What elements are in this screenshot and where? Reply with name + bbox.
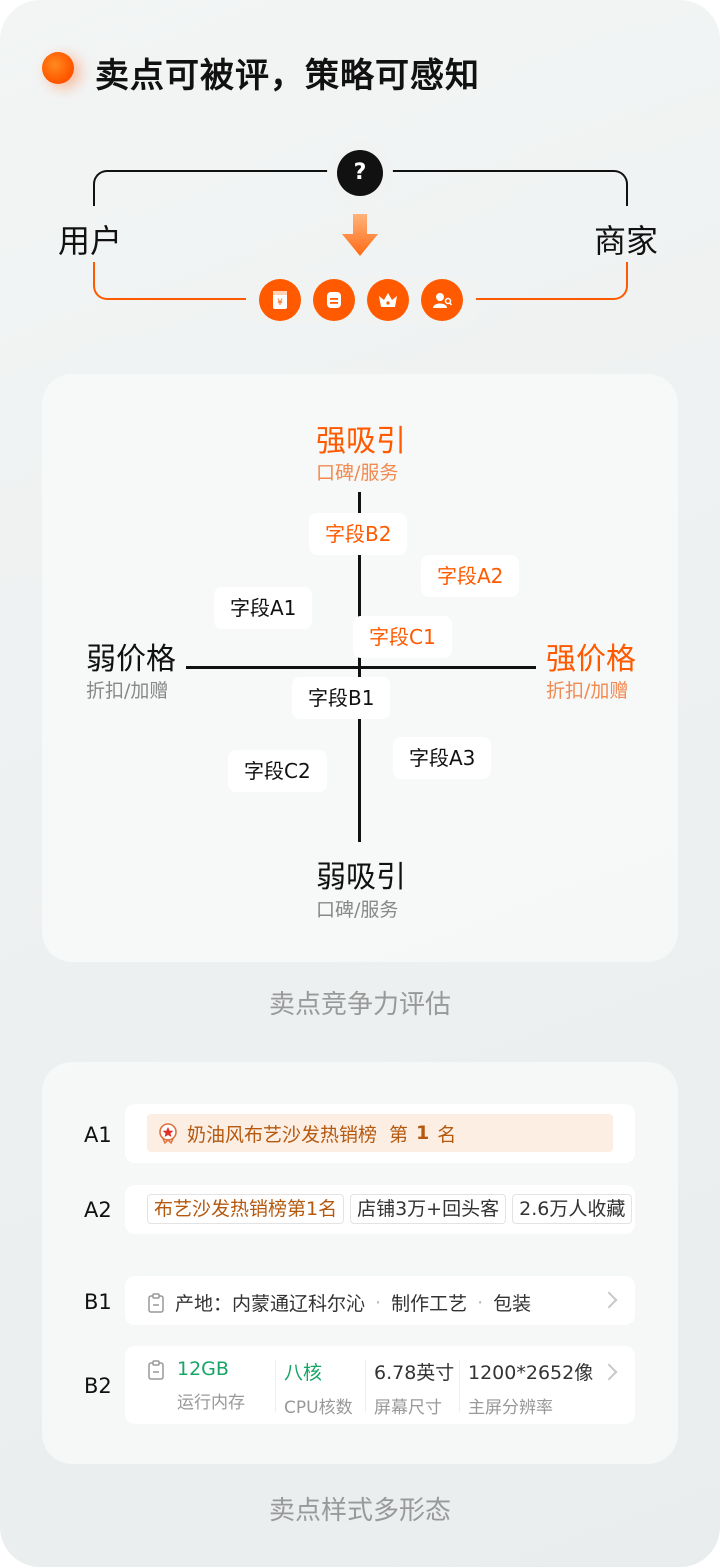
svg-text:¥: ¥ xyxy=(277,298,283,308)
row-key-a2: A2 xyxy=(84,1198,112,1222)
spec-value: 1200*2652像 xyxy=(468,1362,594,1384)
hot-rank-tag: 布艺沙发热销榜第1名 xyxy=(147,1194,345,1224)
title-dot-icon xyxy=(42,52,74,84)
chevron-right-icon xyxy=(600,1363,618,1381)
styles-caption: 卖点样式多形态 xyxy=(268,1496,451,1526)
field-tag-b1: 字段B1 xyxy=(292,677,391,719)
ranking-number: 1 xyxy=(416,1122,430,1144)
strong-price-sub: 折扣/加赠 xyxy=(546,680,629,702)
clipboard-icon xyxy=(148,1292,164,1313)
spec-cpu: 八核 CPU核数 xyxy=(284,1358,353,1418)
strong-price-label: 强价格 xyxy=(546,642,636,677)
question-icon: ? xyxy=(337,150,383,196)
field-tag-c1: 字段C1 xyxy=(353,616,452,658)
field-tag-a1: 字段A1 xyxy=(214,587,313,629)
strong-attraction-label: 强吸引 xyxy=(316,424,406,459)
ranking-badge: 奶油风布艺沙发热销榜 第 1 名 xyxy=(147,1114,613,1152)
row-key-b2: B2 xyxy=(84,1374,112,1398)
sample-row-a2: 布艺沙发热销榜第1名 店铺3万+回头客 2.6万人收藏 xyxy=(125,1185,635,1234)
separator: · xyxy=(375,1291,382,1314)
row-key-a1: A1 xyxy=(84,1123,112,1147)
weak-price-sub: 折扣/加赠 xyxy=(86,680,169,702)
weak-price-label: 弱价格 xyxy=(86,642,176,677)
sample-row-b2[interactable]: 12GB 运行内存 八核 CPU核数 6.78英寸 屏幕尺寸 1200*2652… xyxy=(125,1346,635,1424)
coupon-icon: ¥ xyxy=(259,279,301,321)
strong-attraction-sub: 口碑/服务 xyxy=(316,462,399,484)
repeat-customer-tag: 店铺3万+回头客 xyxy=(350,1194,507,1224)
user-service-icon xyxy=(421,279,463,321)
sample-row-b1[interactable]: 产地：内蒙通辽科尔沁 · 制作工艺 · 包装 xyxy=(125,1276,635,1325)
ranking-prefix: 第 xyxy=(389,1123,409,1146)
spec-label: CPU核数 xyxy=(284,1398,353,1418)
origin-text: 产地：内蒙通辽科尔沁 xyxy=(175,1293,366,1315)
down-arrow-icon xyxy=(342,214,378,256)
spec-divider xyxy=(275,1360,276,1412)
user-label: 用户 xyxy=(58,222,123,260)
row-key-b1: B1 xyxy=(84,1290,112,1314)
merchant-tools-icons: ¥ xyxy=(246,276,476,324)
spec-ram: 12GB 运行内存 xyxy=(177,1358,245,1413)
field-tag-a2: 字段A2 xyxy=(421,555,520,597)
separator: · xyxy=(477,1291,484,1314)
spec-screen: 6.78英寸 屏幕尺寸 xyxy=(374,1358,454,1418)
ranking-suffix: 名 xyxy=(437,1123,457,1146)
medal-icon xyxy=(159,1123,177,1144)
spec-label: 主屏分辨率 xyxy=(468,1398,553,1418)
spec-divider xyxy=(365,1360,366,1412)
favorites-tag: 2.6万人收藏 xyxy=(512,1194,633,1224)
field-tag-a3: 字段A3 xyxy=(393,737,492,779)
weak-attraction-label: 弱吸引 xyxy=(316,860,406,895)
field-tag-c2: 字段C2 xyxy=(228,750,327,792)
spec-label: 屏幕尺寸 xyxy=(374,1398,442,1418)
sample-row-a1: 奶油风布艺沙发热销榜 第 1 名 xyxy=(125,1104,635,1163)
field-tag-b2: 字段B2 xyxy=(309,513,408,555)
packaging-text: 包装 xyxy=(493,1293,532,1315)
merchant-label: 商家 xyxy=(594,222,659,260)
spec-value: 6.78英寸 xyxy=(374,1362,455,1384)
spec-divider xyxy=(459,1360,460,1412)
crown-icon xyxy=(367,279,409,321)
spec-resolution: 1200*2652像 主屏分辨率 xyxy=(468,1358,593,1418)
spec-label: 运行内存 xyxy=(177,1393,245,1413)
craft-text: 制作工艺 xyxy=(391,1293,468,1315)
spec-value: 八核 xyxy=(284,1362,323,1384)
competitiveness-caption: 卖点竞争力评估 xyxy=(268,990,451,1020)
chevron-right-icon xyxy=(600,1291,618,1309)
clipboard-icon xyxy=(148,1360,164,1380)
ranking-text: 奶油风布艺沙发热销榜 xyxy=(187,1123,378,1146)
page-title: 卖点可被评，策略可感知 xyxy=(95,56,480,96)
horizontal-axis xyxy=(186,666,536,669)
spec-value: 12GB xyxy=(177,1358,229,1380)
list-icon xyxy=(313,279,355,321)
weak-attraction-sub: 口碑/服务 xyxy=(316,899,399,921)
